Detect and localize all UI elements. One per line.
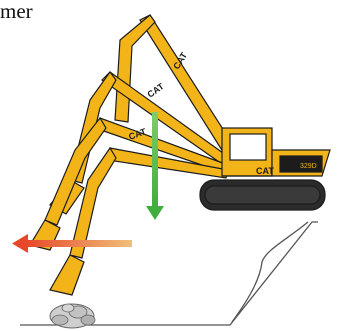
caption-text-fragment: mer: [0, 0, 33, 23]
body-brand-label: CAT: [256, 166, 274, 176]
excavator-arm-pose-4: [49, 146, 229, 296]
horizontal-arrow: [12, 234, 132, 253]
rock-pile: [49, 303, 96, 329]
vertical-arrow: [146, 112, 164, 220]
model-label: 329D: [300, 163, 317, 170]
cliff-wall: [231, 221, 309, 323]
excavator-body: 329D CAT: [199, 127, 331, 211]
ground-line: [20, 221, 318, 326]
brand-label-2: CAT: [145, 81, 166, 100]
